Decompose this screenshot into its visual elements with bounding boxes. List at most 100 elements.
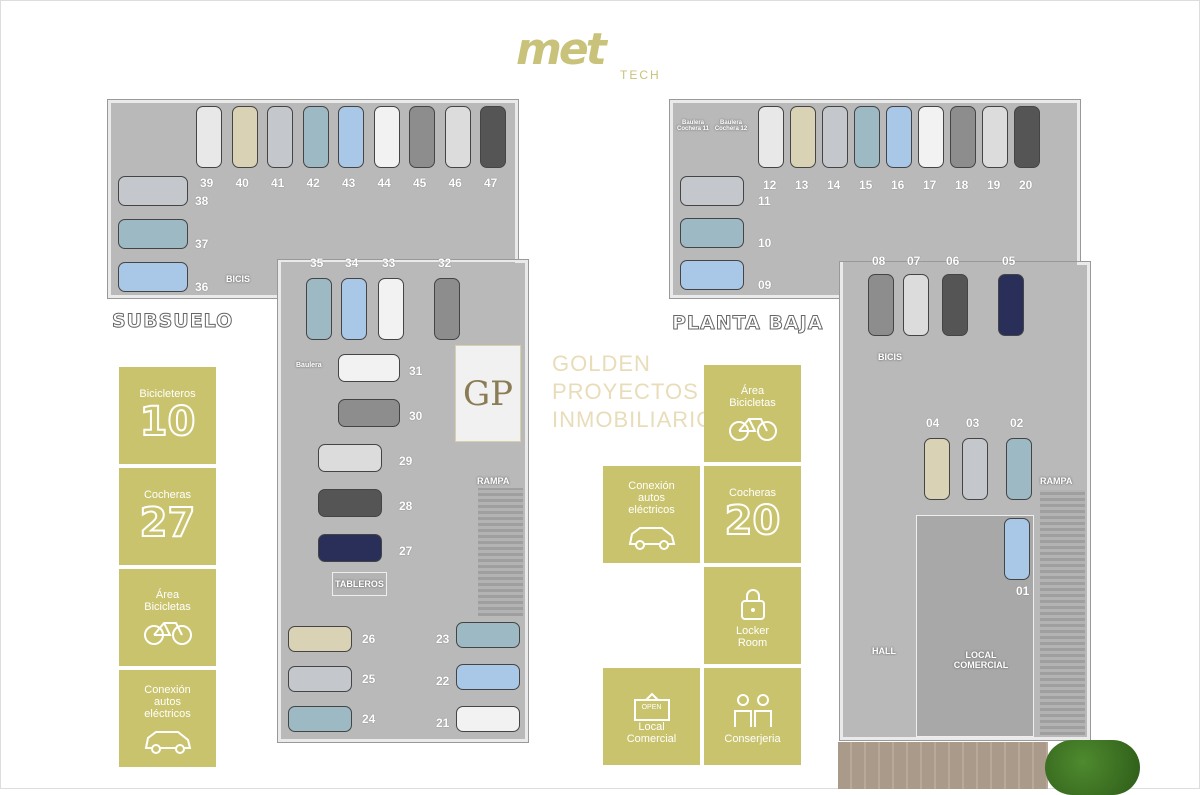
car [288,706,352,732]
watermark-line: GOLDEN [552,351,651,376]
card-cocheras: Cocheras 27 [119,468,216,565]
spot-number: 29 [399,454,413,468]
spot-number: 13 [795,178,809,192]
car [196,106,222,168]
car [231,106,258,168]
spot-number: 31 [409,364,423,378]
watermark-logo: GP [455,345,521,442]
car [680,218,744,248]
card-bicicleteros: Bicicleteros 10 [119,367,216,464]
car [338,399,400,427]
spot-number: 11 [758,194,771,208]
spot-number: 07 [907,254,921,268]
spot-number: 12 [763,178,777,192]
card-title: Área Bicicletas [144,588,191,613]
car [942,274,968,336]
spot-number: 22 [436,674,450,688]
ramp [478,488,523,616]
electric-car-icon [628,526,675,550]
car [1006,438,1032,500]
spot-number: 35 [310,256,324,270]
car [456,664,520,690]
card-conserjeria: Conserjeria [704,668,801,765]
card-title: Locker Room [735,624,770,649]
spot-number: 25 [362,672,376,686]
car [480,106,506,168]
car [444,106,471,168]
spot-number: 23 [436,632,450,646]
card-title: Bicicleteros [139,387,196,400]
open-sign-text: OPEN [641,704,662,711]
people-icon [733,693,772,727]
card-title: Cocheras [143,488,192,501]
card-area-bicicletas: Área Bicicletas [119,569,216,666]
spot-number: 08 [872,254,886,268]
baulera-11-label: Baulera Cochera 11 [676,120,710,132]
car [854,106,880,168]
card-number: 20 [724,497,782,544]
spot-number: 45 [413,176,427,190]
car [886,106,912,168]
car [950,106,976,168]
facade-brick [838,742,1048,789]
car [680,260,744,290]
ramp-label: RAMPA [477,476,510,486]
car [982,106,1008,168]
car [118,262,188,292]
car [1014,106,1040,168]
spot-number: 37 [195,237,209,251]
spot-number: 42 [306,176,320,190]
car [118,176,188,206]
car [318,489,382,517]
card-title: Local Comercial [626,721,677,745]
brand-logo: met TECH [516,28,686,88]
card-conexion: Conexión autos eléctricos [603,466,700,563]
car [962,438,988,500]
card-cocheras: Cocheras 20 [704,466,801,563]
spot-number: 16 [891,178,905,192]
car [434,278,460,340]
car [790,106,816,168]
car [924,438,950,500]
local-comercial-label: LOCAL COMERCIAL [953,650,1009,670]
spot-number: 33 [382,256,396,270]
watermark-line: PROYECTOS [552,379,699,404]
spot-number: 32 [438,256,452,270]
card-area-bicicletas: Área Bicicletas [704,365,801,462]
spot-number: 24 [362,712,376,726]
car [338,354,400,382]
car [409,106,435,168]
card-number: 10 [139,398,197,445]
tree-image [1045,740,1140,795]
spot-number: 34 [345,256,359,270]
watermark-text: GOLDEN PROYECTOS INMOBILIARIOS [552,350,730,434]
brand-main: met [516,24,607,75]
hall-label: HALL [872,646,896,656]
plan-title-planta-baja: PLANTA BAJA [671,312,824,335]
spot-number: 20 [1019,178,1033,192]
card-title: Conexión autos eléctricos [144,683,191,720]
car [288,626,352,652]
car [341,278,367,340]
plan-title-subsuelo: SUBSUELO [111,310,234,333]
spot-number: 44 [377,176,391,190]
car [338,106,364,168]
spot-number: 06 [946,254,960,268]
spot-number: 28 [399,499,413,513]
spot-number: 40 [235,176,249,190]
spot-number: 38 [195,194,209,208]
card-conexion: Conexión autos eléctricos [119,670,216,767]
car [903,274,929,336]
card-title: Conserjeria [724,732,781,745]
spot-number: 26 [362,632,376,646]
open-sign-icon [633,692,670,721]
card-local-comercial: OPEN Local Comercial [603,668,700,765]
spot-number: 10 [758,236,772,250]
spot-number: 09 [758,278,772,292]
car [318,444,382,472]
ramp [1040,490,1085,735]
spot-number: 03 [966,416,980,430]
car [373,106,400,168]
lock-icon [740,588,765,620]
car [288,666,352,692]
